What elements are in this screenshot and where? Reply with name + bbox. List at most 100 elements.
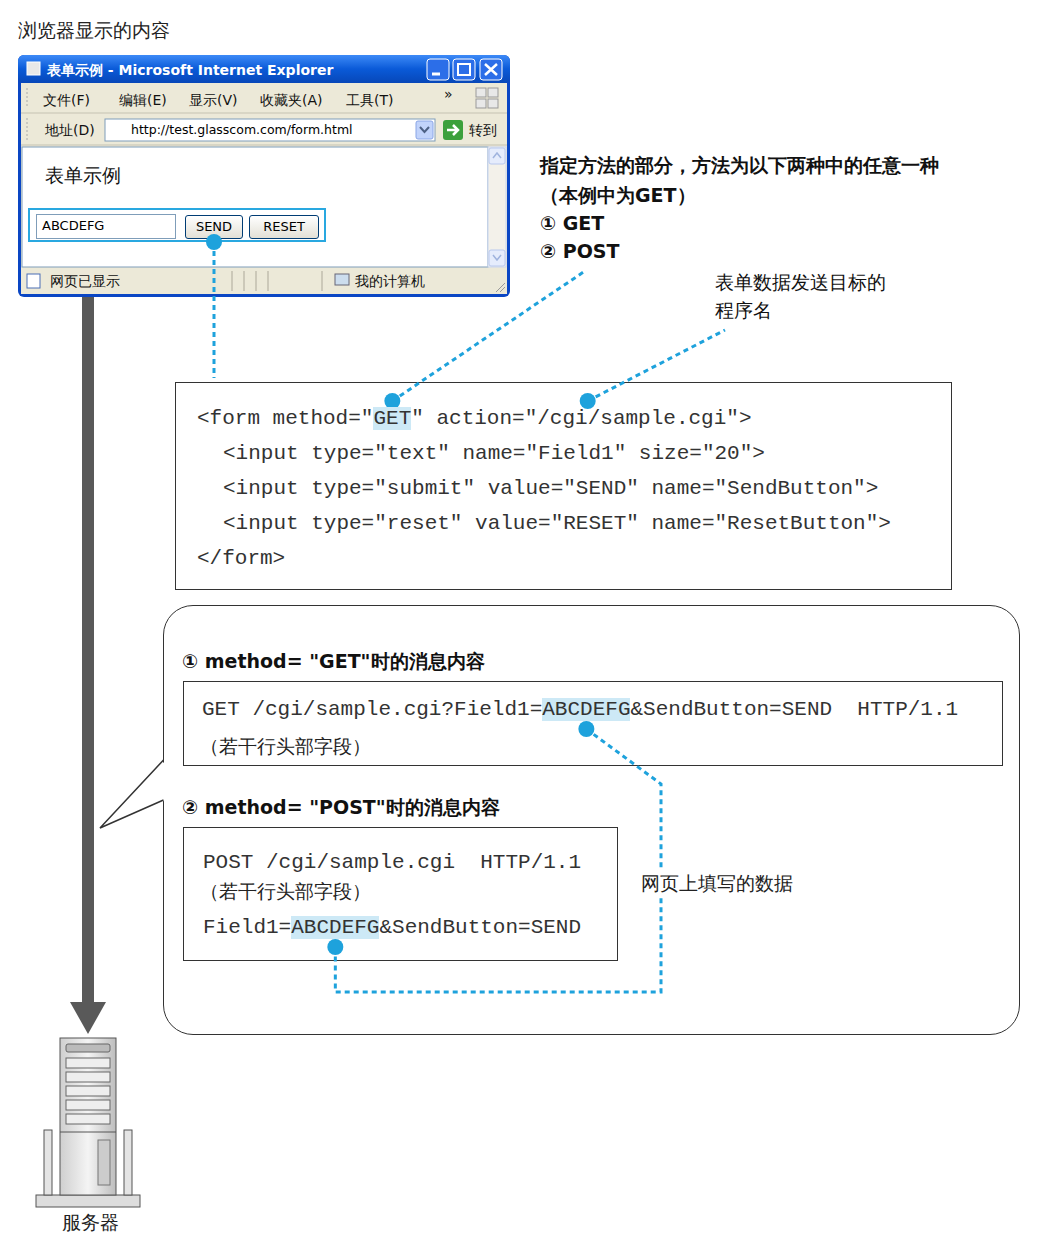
- code-text: " action="/cgi/sample.cgi">: [411, 407, 751, 430]
- leader-line: [335, 729, 661, 992]
- leader-line: [588, 330, 725, 401]
- label: 网页已显示: [50, 272, 120, 290]
- scrollbar: [488, 147, 506, 267]
- address-separator: [21, 145, 507, 146]
- reset-button: RESET: [249, 215, 319, 239]
- label: 我的计算机: [355, 272, 425, 290]
- window-frame: [18, 55, 510, 297]
- node-text: <input type="reset" value="RESET" name="…: [223, 511, 891, 537]
- page-icon: [27, 274, 40, 288]
- content-area: [22, 147, 488, 267]
- code-text: GET /cgi/sample.cgi?Field1=: [202, 698, 542, 721]
- node-text: <input type="submit" value="SEND" name="…: [223, 476, 878, 502]
- drive-bay: [66, 1072, 110, 1082]
- tower-seam: [60, 1132, 116, 1133]
- arrowhead: [70, 1002, 106, 1034]
- min-button: [427, 59, 449, 80]
- label: »: [444, 85, 453, 103]
- server-base: [36, 1195, 140, 1207]
- drive-bay: [66, 1086, 110, 1096]
- post-message-box: ② method= "POST"时的消息内容POST /cgi/sample.c…: [183, 827, 618, 961]
- node-text: ① method= "GET"时的消息内容: [182, 648, 485, 674]
- label: ① GET: [540, 209, 604, 237]
- close-button: [480, 59, 502, 80]
- node-text: RESET: [250, 218, 318, 235]
- menu-separator: [21, 113, 507, 114]
- get-message-box: ① method= "GET"时的消息内容GET /cgi/sample.cgi…: [183, 681, 1003, 766]
- code-text: <form method=": [197, 407, 373, 430]
- dotted-connector: [206, 234, 222, 378]
- label: 地址(D): [45, 121, 95, 139]
- window-body: [21, 83, 507, 294]
- send-button: SEND: [185, 215, 243, 239]
- computer-icon: [335, 274, 349, 285]
- text-line: <form method="GET" action="/cgi/sample.c…: [197, 406, 752, 432]
- label: 收藏夹(A): [260, 91, 323, 109]
- server: 服务器: [35, 1038, 145, 1243]
- node-text: </form>: [197, 546, 285, 572]
- leader-dot: [384, 393, 400, 409]
- label: 表单数据发送目标的 程序名: [715, 268, 895, 324]
- drive-bay: [66, 1100, 110, 1110]
- highlighted-text: GET: [373, 407, 411, 430]
- label: ② POST: [540, 237, 619, 265]
- browser-chrome: [18, 55, 510, 297]
- flow-arrow: [70, 297, 106, 1034]
- dotted-line: [213, 242, 216, 378]
- node-text: ② method= "POST"时的消息内容: [182, 794, 500, 820]
- label: 表单示例: [45, 162, 121, 188]
- drive-bay: [66, 1044, 110, 1052]
- form-area: ABCDEFG SEND RESET: [28, 208, 326, 242]
- node-text: 服务器: [35, 1210, 145, 1234]
- vent: [98, 1140, 110, 1185]
- label: 指定方法的部分，方法为以下两种中的任意一种 （本例中为GET）: [540, 150, 944, 210]
- text-line: GET /cgi/sample.cgi?Field1=ABCDEFG&SendB…: [202, 697, 958, 723]
- scroll-glyphs: [493, 153, 501, 260]
- drive-bay: [66, 1058, 110, 1068]
- title-icon: [27, 62, 40, 75]
- drive-bay: [66, 1114, 110, 1124]
- status-separators: [232, 271, 322, 291]
- address-field: [105, 119, 435, 141]
- label: 显示(V): [189, 91, 238, 109]
- server-illustration: [36, 1038, 140, 1207]
- leader-dot: [327, 939, 343, 955]
- callout-tail-fill: [100, 760, 166, 828]
- server-tower: [60, 1038, 116, 1195]
- go-arrow: [447, 125, 458, 135]
- menu-grip: [27, 88, 28, 108]
- highlighted-text: ABCDEFG: [542, 698, 630, 721]
- rect-shape: [488, 99, 498, 108]
- arrow-shaft: [82, 297, 94, 1002]
- label: 文件(F): [43, 91, 90, 109]
- callout-box: 网页上填写的数据① method= "GET"时的消息内容GET /cgi/sa…: [163, 605, 1020, 1035]
- dropdown-button: [416, 121, 433, 139]
- go-button: [443, 120, 463, 140]
- server-leg: [124, 1130, 132, 1195]
- status-bar: [21, 268, 507, 294]
- highlighted-text: ABCDEFG: [291, 916, 379, 939]
- rect-shape: [476, 99, 486, 108]
- max-button: [453, 59, 475, 80]
- text-line: Field1=ABCDEFG&SendButton=SEND: [203, 915, 581, 941]
- node-text: ABCDEFG: [42, 217, 104, 235]
- code-text: &SendButton=SEND: [379, 916, 581, 939]
- node-text: （若干行头部字段）: [200, 879, 371, 903]
- close-glyph: [485, 64, 497, 75]
- code-text: &SendButton=SEND HTTP/1.1: [630, 698, 958, 721]
- node-text: SEND: [186, 218, 242, 235]
- leader-line: [392, 271, 585, 401]
- label: http://test.glasscom.com/form.html: [131, 122, 353, 138]
- label: 编辑(E): [119, 91, 167, 109]
- resize-grip: [496, 283, 505, 292]
- scroll-down: [489, 250, 505, 266]
- label: 表单示例 - Microsoft Internet Explorer: [47, 61, 333, 79]
- node-text: POST /cgi/sample.cgi HTTP/1.1: [203, 850, 581, 876]
- rect-shape: [476, 88, 486, 97]
- node-text: 浏览器显示的内容: [18, 17, 170, 43]
- scroll-up: [489, 148, 505, 164]
- rect-shape: [488, 88, 498, 97]
